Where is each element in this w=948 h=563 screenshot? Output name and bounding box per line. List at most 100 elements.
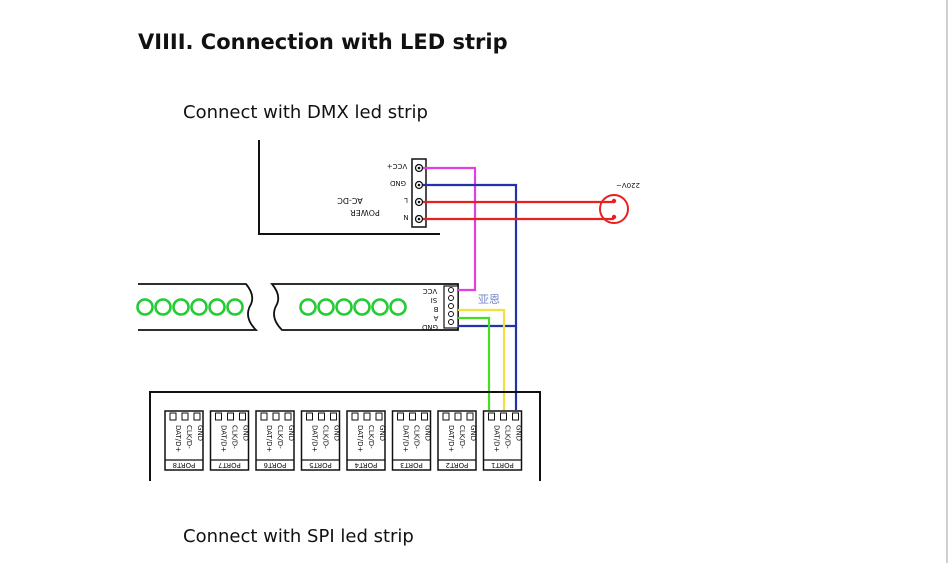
strip-terminal-screw-2 — [448, 295, 454, 301]
section-heading: VIIII. Connection with LED strip — [138, 30, 508, 54]
strip-term-gnd: GND — [422, 323, 438, 331]
strip-term-a: A — [433, 314, 438, 322]
led-dot-left-6 — [226, 298, 244, 316]
dmx-caption: Connect with DMX led strip — [183, 102, 428, 123]
port-pin-label: CLK/D- — [185, 425, 193, 449]
port-pin-label: GND — [424, 425, 432, 441]
port-pin-label: DAT/D+ — [402, 425, 410, 453]
strip-terminal-screw-3 — [448, 303, 454, 309]
port-screw-1 — [306, 412, 313, 421]
power-terminal-dot-1 — [417, 166, 421, 170]
led-dot-left-1 — [136, 298, 154, 316]
power-terminal-dot-2 — [417, 183, 421, 187]
port-pin-label: CLK/D- — [413, 425, 421, 449]
port-screw-3 — [375, 412, 383, 421]
port-label: PORT8 — [173, 461, 196, 469]
port-pin-label: DAT/D+ — [493, 425, 501, 453]
page-edge-divider — [946, 0, 948, 563]
led-dot-left-2 — [154, 298, 172, 316]
led-dot-right-5 — [371, 298, 389, 316]
port-pin-label: GND — [287, 425, 295, 441]
port-screw-2 — [181, 412, 189, 421]
port-screw-2 — [454, 412, 462, 421]
port-label: PORT3 — [400, 461, 423, 469]
port-screw-1 — [488, 412, 495, 421]
port-label: PORT5 — [309, 461, 332, 469]
port-pin-label: DAT/D+ — [265, 425, 273, 453]
port-screw-1 — [215, 412, 222, 421]
port-screw-2 — [227, 412, 234, 421]
power-terminal-dot-4 — [417, 217, 421, 221]
port-screw-2 — [500, 412, 507, 421]
led-dot-right-4 — [353, 298, 371, 316]
port-screw-1 — [169, 412, 177, 421]
port-screw-3 — [421, 412, 428, 421]
spi-controller: PORT8GNDCLK/D-DAT/D+PORT7GNDCLK/D-DAT/D+… — [149, 391, 541, 481]
port-label: PORT4 — [354, 461, 377, 469]
strip-terminal-screw-5 — [448, 319, 454, 325]
port-label: PORT2 — [446, 461, 469, 469]
port-pin-label: DAT/D+ — [220, 425, 228, 453]
led-dot-left-5 — [208, 298, 226, 316]
power-subtitle: AC-DC — [337, 196, 363, 205]
wires — [423, 166, 614, 410]
port-pin-label: CLK/D- — [276, 425, 284, 449]
strip-note: 亚恩 — [478, 293, 500, 306]
port-screw-1 — [442, 412, 450, 421]
power-supply: POWER AC-DC VCC+ GND L N — [258, 140, 440, 235]
port-screw-1 — [260, 412, 268, 421]
port-screw-2 — [363, 412, 371, 421]
port-pin-label: CLK/D- — [504, 425, 512, 449]
led-dot-right-1 — [299, 298, 317, 316]
port-screw-1 — [351, 412, 359, 421]
wire-vcc — [423, 166, 477, 292]
led-dot-left-4 — [190, 298, 208, 316]
port-pin-label: DAT/D+ — [174, 425, 182, 453]
port-label: PORT7 — [218, 461, 241, 469]
port-pin-label: GND — [242, 425, 250, 441]
port-pin-label: GND — [333, 425, 341, 441]
port-pin-label: DAT/D+ — [311, 425, 319, 453]
led-dot-right-2 — [317, 298, 335, 316]
strip-term-vcc: VCC — [423, 287, 438, 295]
port-screw-2 — [272, 412, 280, 421]
source-voltage-label: 220V~ — [616, 181, 640, 189]
port-pin-label: GND — [196, 425, 204, 441]
port-pin-label: CLK/D- — [367, 425, 375, 449]
strip-terminal-screw-1 — [448, 287, 454, 293]
wire-a — [458, 316, 491, 410]
power-term-vcc: VCC+ — [387, 162, 408, 170]
strip-term-b: B — [433, 305, 438, 313]
port-screw-3 — [284, 412, 292, 421]
port-pin-label: CLK/D- — [458, 425, 466, 449]
port-screw-2 — [409, 412, 416, 421]
led-dot-right-6 — [389, 298, 407, 316]
port-screw-1 — [397, 412, 404, 421]
power-terminal-dot-3 — [417, 200, 421, 204]
port-screw-3 — [193, 412, 201, 421]
port-pin-label: DAT/D+ — [447, 425, 455, 453]
port-screw-3 — [512, 412, 519, 421]
wire-b — [458, 308, 506, 410]
port-pin-label: DAT/D+ — [356, 425, 364, 453]
port-screw-2 — [318, 412, 325, 421]
port-label: PORT6 — [263, 461, 286, 469]
led-strip: VCC SI B A GND 亚恩 — [136, 283, 500, 331]
port-pin-label: GND — [515, 425, 523, 441]
wire-gnd-controller — [423, 183, 518, 410]
port-screw-3 — [239, 412, 246, 421]
led-dot-left-3 — [172, 298, 190, 316]
port-pin-label: GND — [378, 425, 386, 441]
power-title: POWER — [350, 208, 380, 217]
power-term-l: L — [404, 196, 408, 204]
port-screw-3 — [330, 412, 337, 421]
port-pin-label: CLK/D- — [322, 425, 330, 449]
